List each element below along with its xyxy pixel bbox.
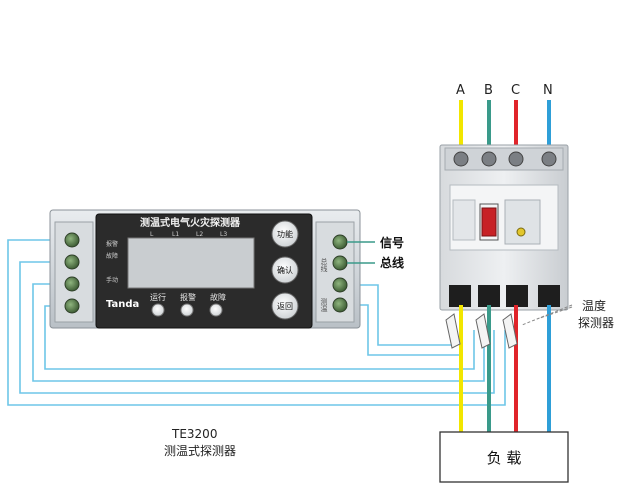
breaker-test-panel: [504, 199, 541, 245]
phase-wires-in: [459, 100, 551, 150]
model-number: TE3200: [171, 427, 217, 441]
side-label: 报警: [106, 240, 118, 248]
led-alarm: [180, 303, 194, 317]
temperature-detector-callout: 温度 探测器: [521, 298, 614, 330]
breaker-bottom-terminals: [449, 285, 560, 307]
signal-bus-label: 信号 总线: [347, 235, 404, 270]
terminal-screw: [64, 254, 80, 270]
terminal-screw: [64, 232, 80, 248]
function-button[interactable]: 功能: [271, 220, 299, 248]
model-caption: TE3200 测温式探测器: [164, 427, 236, 458]
phase-label-c: C: [511, 83, 520, 98]
model-name: 测温式探测器: [164, 444, 236, 458]
led-run: [151, 303, 165, 317]
terminal-screw: [332, 297, 348, 313]
confirm-button-label: 确认: [277, 265, 293, 275]
sensor-wire-1: [7, 239, 506, 406]
right-terminals: [332, 234, 348, 313]
temperature-probes: [445, 313, 518, 349]
sensor-wire-6: [348, 304, 463, 356]
sensor-wire-5: [348, 284, 453, 346]
top-mark: L: [150, 231, 154, 238]
breaker-handle: [481, 207, 497, 237]
temperature-probe: [475, 313, 491, 349]
load-box: 负 载: [439, 431, 569, 483]
phase-label-b: B: [484, 83, 493, 98]
breaker-label-plate: [452, 199, 476, 241]
temperature-detector-label-line1: 温度: [582, 298, 606, 313]
sensor-wire-3: [32, 283, 485, 382]
terminal-screw: [332, 277, 348, 293]
load-label: 负 载: [487, 449, 522, 467]
fire-detector-unit: 总线 测温 测温式电气火灾探测器 L L1 L2 L3 报警 故障 手动 Tan…: [49, 209, 361, 329]
detector-left-labels: 报警 故障 手动: [106, 240, 118, 284]
right-side-label-temp: 测温: [320, 298, 328, 313]
led-label-fault: 故障: [210, 292, 226, 302]
phase-label-n: N: [543, 83, 553, 98]
temperature-probe: [445, 313, 461, 349]
return-button-label: 返回: [277, 302, 293, 311]
phase-label-a: A: [456, 83, 465, 98]
temperature-detector-label-line2: 探测器: [578, 316, 614, 330]
temperature-probe: [502, 313, 518, 349]
terminal-screw: [64, 276, 80, 292]
breaker-top-terminals: [444, 147, 564, 171]
detector-top-marks: L L1 L2 L3: [150, 231, 227, 238]
phase-labels: A B C N: [456, 83, 553, 98]
led-label-run: 运行: [150, 292, 166, 302]
phase-wires-out: [459, 305, 551, 432]
led-label-alarm: 报警: [180, 292, 196, 302]
function-button-label: 功能: [277, 229, 293, 239]
terminal-screw: [332, 255, 348, 271]
signal-label: 信号: [380, 235, 404, 250]
bus-label: 总线: [380, 255, 404, 270]
side-label: 手动: [106, 276, 118, 284]
return-button[interactable]: 返回: [271, 292, 299, 320]
side-label: 故障: [106, 252, 118, 260]
breaker-test-button: [516, 227, 526, 237]
top-mark: L1: [172, 231, 179, 238]
sensor-wire-2: [19, 261, 495, 394]
right-side-label-bus: 总线: [320, 257, 328, 272]
detector-panel-title: 测温式电气火灾探测器: [140, 216, 241, 229]
terminal-screw: [64, 298, 80, 314]
lcd-screen: [127, 237, 255, 289]
top-mark: L3: [220, 231, 227, 238]
left-terminals: [64, 232, 80, 314]
terminal-screw: [332, 234, 348, 250]
circuit-breaker: [439, 144, 569, 311]
led-fault: [209, 303, 223, 317]
top-mark: L2: [196, 231, 203, 238]
brand-logo: Tanda: [106, 299, 139, 310]
confirm-button[interactable]: 确认: [271, 256, 299, 284]
